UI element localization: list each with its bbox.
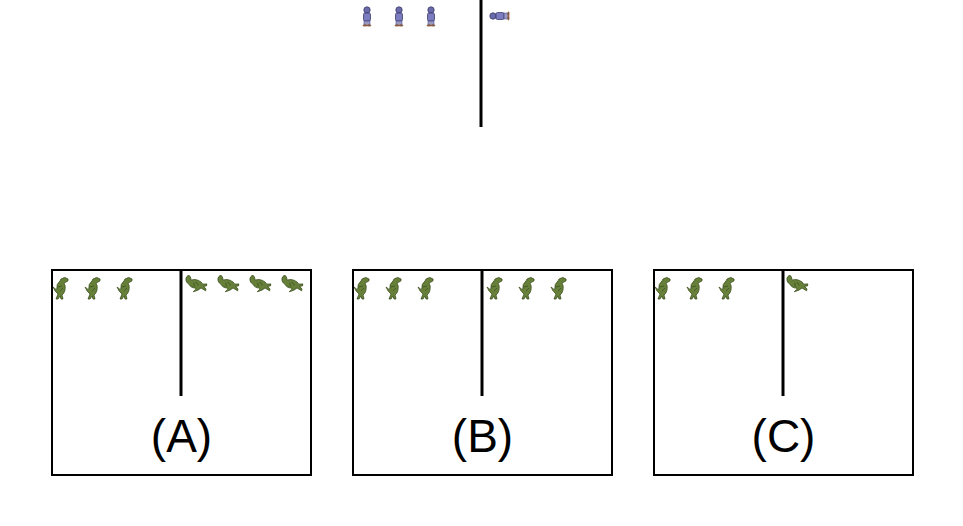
standing-dino — [53, 278, 68, 300]
option-label: (A) — [151, 410, 212, 462]
standing-dino — [687, 278, 702, 300]
fallen-dino — [785, 275, 809, 294]
standing-dino — [117, 278, 132, 300]
barrier-line — [480, 0, 483, 127]
fallen-dino — [216, 275, 240, 294]
standing-dino — [719, 278, 734, 300]
fallen-dino — [248, 275, 272, 294]
standing-figure — [395, 7, 404, 27]
option-panel: (B) — [352, 269, 613, 476]
option-panel: (A) — [51, 269, 312, 476]
standing-figure — [427, 7, 436, 27]
standing-dino — [85, 278, 100, 300]
standing-figure — [363, 7, 372, 27]
option-panel: (C) — [653, 269, 914, 476]
barrier-line — [481, 269, 484, 396]
standing-dino — [519, 278, 534, 300]
standing-dino — [386, 278, 401, 300]
standing-dino — [487, 278, 502, 300]
barrier-line — [782, 269, 785, 396]
standing-dino — [354, 278, 369, 300]
standing-dino — [655, 278, 670, 300]
option-label: (B) — [452, 410, 513, 462]
fallen-figure — [490, 12, 510, 21]
standing-dino — [418, 278, 433, 300]
option-label: (C) — [752, 410, 816, 462]
fallen-dino — [280, 275, 304, 294]
standing-dino — [551, 278, 566, 300]
fallen-dino — [184, 275, 208, 294]
barrier-line — [180, 269, 183, 396]
